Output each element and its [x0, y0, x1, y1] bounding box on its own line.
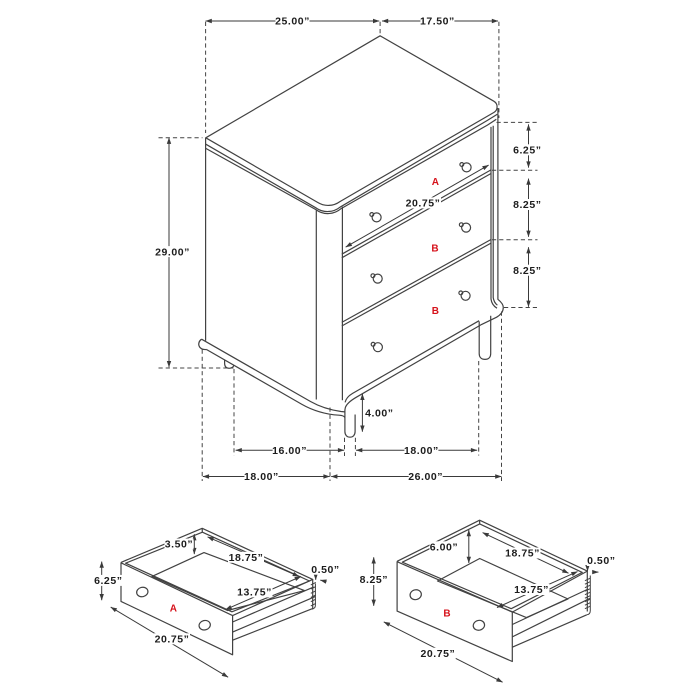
svg-text:20.75”: 20.75”	[155, 634, 190, 646]
svg-text:0.50”: 0.50”	[587, 555, 615, 567]
svg-text:26.00”: 26.00”	[408, 471, 443, 483]
svg-text:29.00”: 29.00”	[155, 246, 190, 258]
svg-text:8.25”: 8.25”	[513, 265, 541, 277]
svg-text:20.75”: 20.75”	[406, 198, 441, 210]
svg-text:B: B	[432, 306, 440, 317]
svg-text:16.00”: 16.00”	[272, 445, 307, 457]
svg-text:18.00”: 18.00”	[244, 471, 279, 483]
svg-text:B: B	[443, 609, 451, 620]
svg-text:18.75”: 18.75”	[505, 548, 540, 560]
svg-text:3.50”: 3.50”	[165, 539, 193, 551]
svg-text:13.75”: 13.75”	[237, 587, 272, 599]
svg-text:8.25”: 8.25”	[513, 199, 541, 211]
svg-text:18.00”: 18.00”	[404, 445, 439, 457]
svg-text:4.00”: 4.00”	[365, 408, 393, 420]
svg-text:6.00”: 6.00”	[430, 542, 458, 554]
svg-text:13.75”: 13.75”	[514, 584, 549, 596]
svg-text:8.25”: 8.25”	[360, 574, 388, 586]
svg-text:6.25”: 6.25”	[94, 575, 122, 587]
svg-text:17.50”: 17.50”	[420, 15, 455, 27]
svg-text:20.75”: 20.75”	[420, 648, 455, 660]
svg-text:0.50”: 0.50”	[311, 564, 339, 576]
svg-text:6.25”: 6.25”	[513, 145, 541, 157]
svg-text:18.75”: 18.75”	[229, 552, 264, 564]
svg-text:B: B	[431, 243, 439, 254]
svg-text:A: A	[170, 604, 178, 615]
svg-text:A: A	[432, 177, 440, 188]
svg-text:25.00”: 25.00”	[275, 15, 310, 27]
